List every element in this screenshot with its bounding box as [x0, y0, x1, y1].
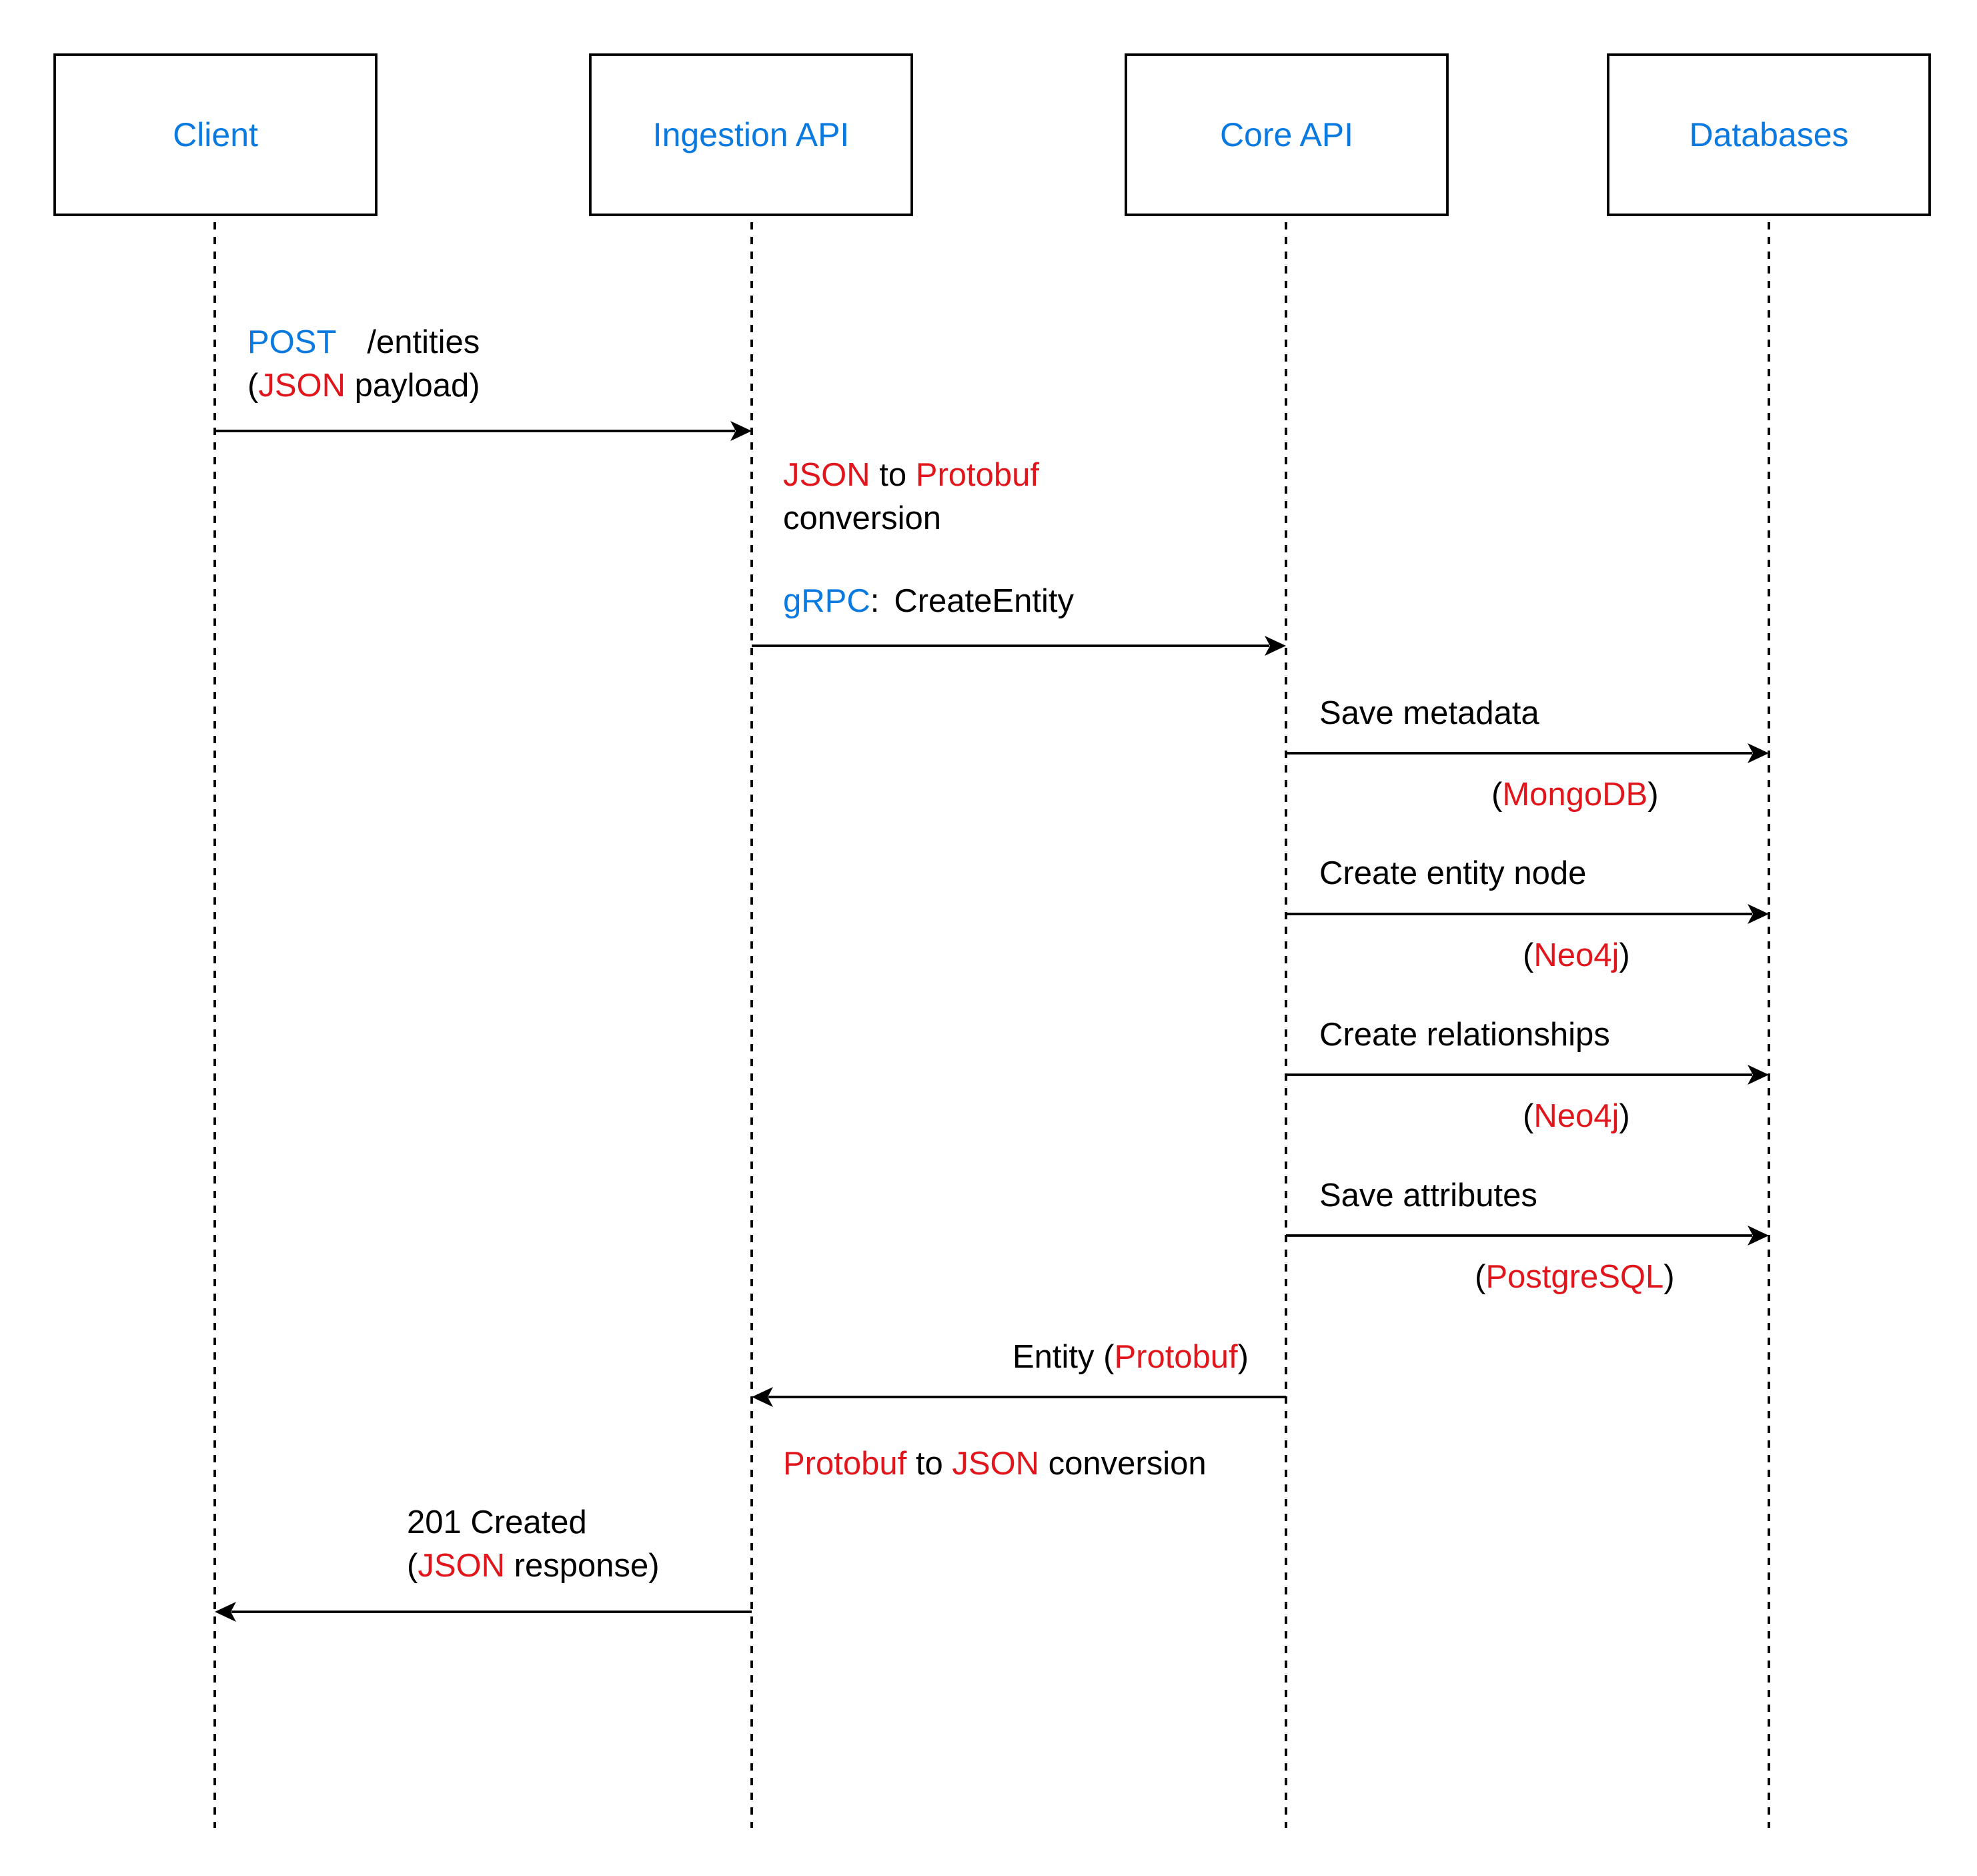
message-create-relationships: Create relationships (Neo4j) — [1286, 1017, 1769, 1134]
store-label-postgresql: (PostgreSQL) — [1475, 1259, 1675, 1295]
message-label-json-response: (JSON response) — [407, 1548, 660, 1584]
participant-databases: Databases — [1607, 53, 1931, 216]
participant-label-ingestion-api: Ingestion API — [653, 116, 850, 153]
participant-box-core-api — [1125, 53, 1449, 216]
participant-ingestion-api: Ingestion API — [589, 53, 913, 216]
message-save-metadata: Save metadata (MongoDB) — [1286, 695, 1769, 813]
participant-box-databases — [1607, 53, 1931, 216]
message-label-entity-protobuf: Entity (Protobuf) — [1013, 1339, 1249, 1375]
arrowhead — [1748, 743, 1769, 763]
message-label-create-relationships: Create relationships — [1319, 1017, 1610, 1053]
participant-label-databases: Databases — [1689, 116, 1848, 153]
message-201-created: 201 Created (JSON response) — [215, 1504, 752, 1622]
store-label-neo4j: (Neo4j) — [1523, 937, 1630, 973]
message-label-save-attributes: Save attributes — [1319, 1178, 1537, 1214]
arrowhead — [1748, 1065, 1769, 1085]
message-label-grpc: gRPC:CreateEntity — [783, 583, 1074, 619]
participant-client: Client — [53, 53, 378, 216]
message-label-save-metadata: Save metadata — [1319, 695, 1539, 731]
note-json-to-protobuf-line2: conversion — [783, 500, 941, 536]
store-label-neo4j: (Neo4j) — [1523, 1098, 1630, 1134]
arrowhead — [1748, 1226, 1769, 1246]
message-entity-protobuf: Entity (Protobuf) — [752, 1339, 1286, 1407]
note-json-to-protobuf-line1: JSON to Protobuf — [783, 457, 1039, 493]
message-label-json-payload: (JSON payload) — [247, 368, 480, 404]
message-save-attributes: Save attributes (PostgreSQL) — [1286, 1178, 1769, 1295]
participant-core-api: Core API — [1125, 53, 1449, 216]
message-label-create-entity-node: Create entity node — [1319, 855, 1586, 891]
note-protobuf-to-json-text: Protobuf to JSON conversion — [783, 1446, 1207, 1482]
store-label-mongodb: (MongoDB) — [1491, 777, 1659, 813]
note-json-to-protobuf: JSON to Protobuf conversion — [783, 457, 1039, 536]
message-label-201-created: 201 Created — [407, 1504, 587, 1540]
message-create-entity-node: Create entity node (Neo4j) — [1286, 855, 1769, 973]
participant-label-client: Client — [173, 116, 258, 153]
message-label-post: POST/entities — [247, 324, 480, 360]
message-grpc-create-entity: gRPC:CreateEntity — [752, 583, 1286, 656]
arrowhead — [1265, 636, 1286, 656]
participant-box-client — [53, 53, 378, 216]
arrowhead — [215, 1602, 236, 1622]
note-protobuf-to-json: Protobuf to JSON conversion — [783, 1446, 1207, 1482]
participant-box-ingestion-api — [589, 53, 913, 216]
arrowhead — [730, 421, 752, 441]
message-post-entities: POST/entities (JSON payload) — [215, 324, 752, 441]
participant-label-core-api: Core API — [1220, 116, 1353, 153]
arrowhead — [1748, 904, 1769, 924]
arrowhead — [752, 1387, 773, 1407]
